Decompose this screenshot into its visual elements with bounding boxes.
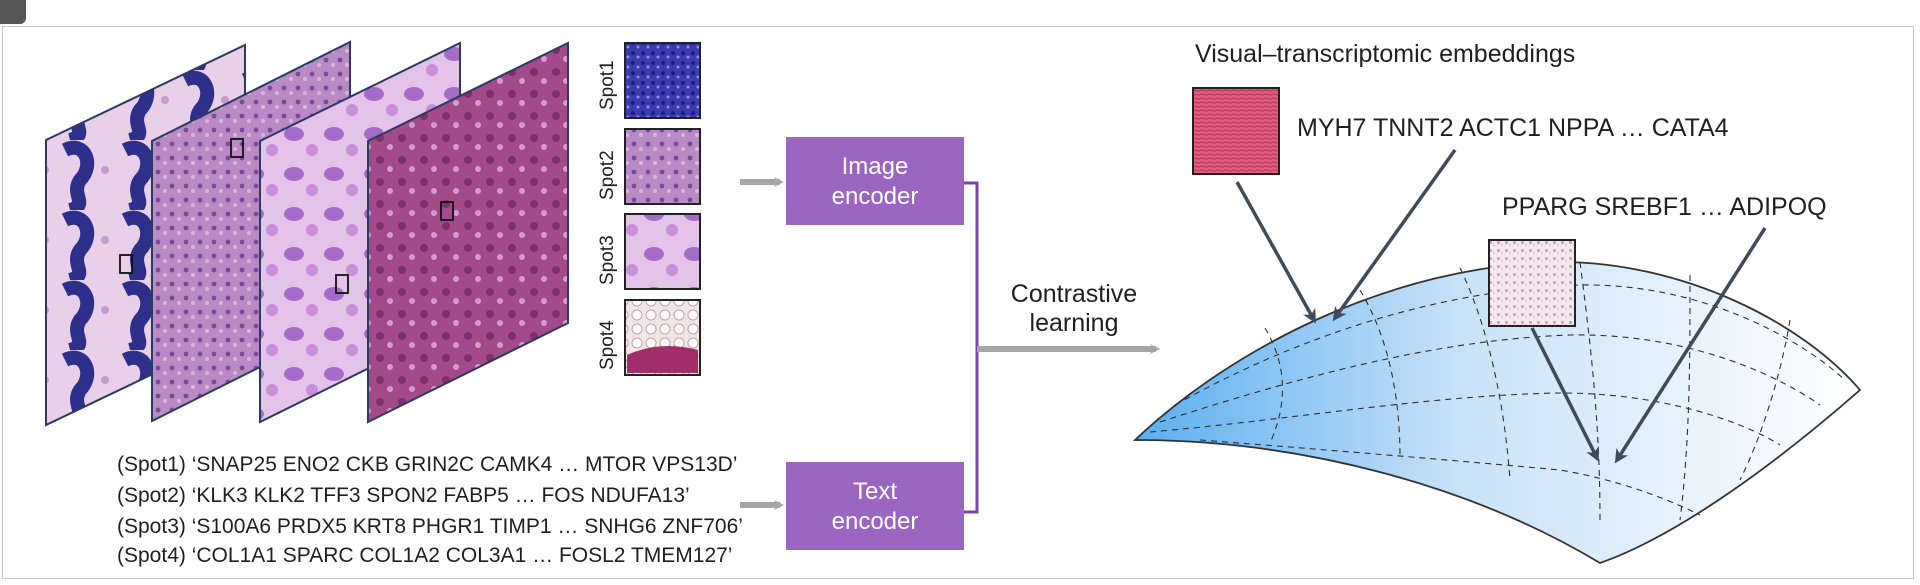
spot-label: Spot3: [597, 235, 618, 285]
pointer-arrow: [1530, 327, 1599, 462]
spot-marker: [335, 274, 349, 294]
corner-tab: [0, 0, 26, 24]
tissue-slide-4: [367, 41, 569, 424]
spot-marker: [119, 254, 133, 274]
image-encoder: Image encoder: [786, 137, 964, 225]
text-encoder-box: [786, 462, 964, 550]
spot-label: Spot1: [597, 60, 618, 110]
pointer-arrow: [1332, 148, 1457, 322]
text-encoder-label-1: Text: [853, 478, 897, 505]
gene-line-spot3: (Spot3) ‘S100A6 PRDX5 KRT8 PHGR1 TIMP1 ……: [117, 515, 743, 538]
gene-text-list: (Spot1) ‘SNAP25 ENO2 CKB GRIN2C CAMK4 … …: [117, 453, 743, 567]
heart-tissue-image: [1192, 87, 1280, 175]
embedding-label-1: MYH7 TNNT2 ACTC1 NPPA … CATA4: [1297, 114, 1729, 142]
tissue-slide-stack: [45, 40, 569, 427]
spot-thumbnails: Spot1 Spot2 Spot3 Spot4: [597, 42, 701, 376]
embedding-surface: [1132, 261, 1862, 564]
gene-line-spot1: (Spot1) ‘SNAP25 ENO2 CKB GRIN2C CAMK4 … …: [117, 453, 737, 476]
spot-thumbnail-2: [624, 128, 701, 205]
spot-thumbnail-3: [624, 213, 701, 290]
gene-line-spot2: (Spot2) ‘KLK3 KLK2 TFF3 SPON2 FABP5 … FO…: [117, 484, 690, 507]
text-encoder: Text encoder: [786, 462, 964, 550]
spot-marker: [230, 138, 244, 158]
image-encoder-label-2: encoder: [832, 183, 919, 210]
surface-sheet: [1132, 261, 1862, 564]
encoder-bracket: [964, 181, 979, 514]
spot-thumbnail-1: [624, 42, 701, 119]
embedding-pointers: [1235, 148, 1767, 464]
gene-line-spot4: (Spot4) ‘COL1A1 SPARC COL1A2 COL3A1 … FO…: [117, 544, 732, 567]
spot-marker: [440, 201, 454, 221]
embedding-label-2: PPARG SREBF1 … ADIPOQ: [1502, 193, 1827, 221]
spot-label: Spot4: [597, 320, 618, 370]
image-encoder-label-1: Image: [842, 153, 909, 180]
embedding-title: Visual–transcriptomic embeddings: [1195, 40, 1575, 68]
text-encoder-label-2: encoder: [832, 508, 919, 535]
contrastive-label-2: learning: [1030, 309, 1119, 337]
image-encoder-box: [786, 137, 964, 225]
figure-frame: [2, 26, 1914, 579]
pointer-arrow: [1614, 227, 1767, 464]
spot-label: Spot2: [597, 150, 618, 200]
contrastive-label-1: Contrastive: [1011, 280, 1137, 308]
pointer-arrow: [1235, 181, 1316, 324]
adipose-tissue-image: [1488, 239, 1576, 327]
